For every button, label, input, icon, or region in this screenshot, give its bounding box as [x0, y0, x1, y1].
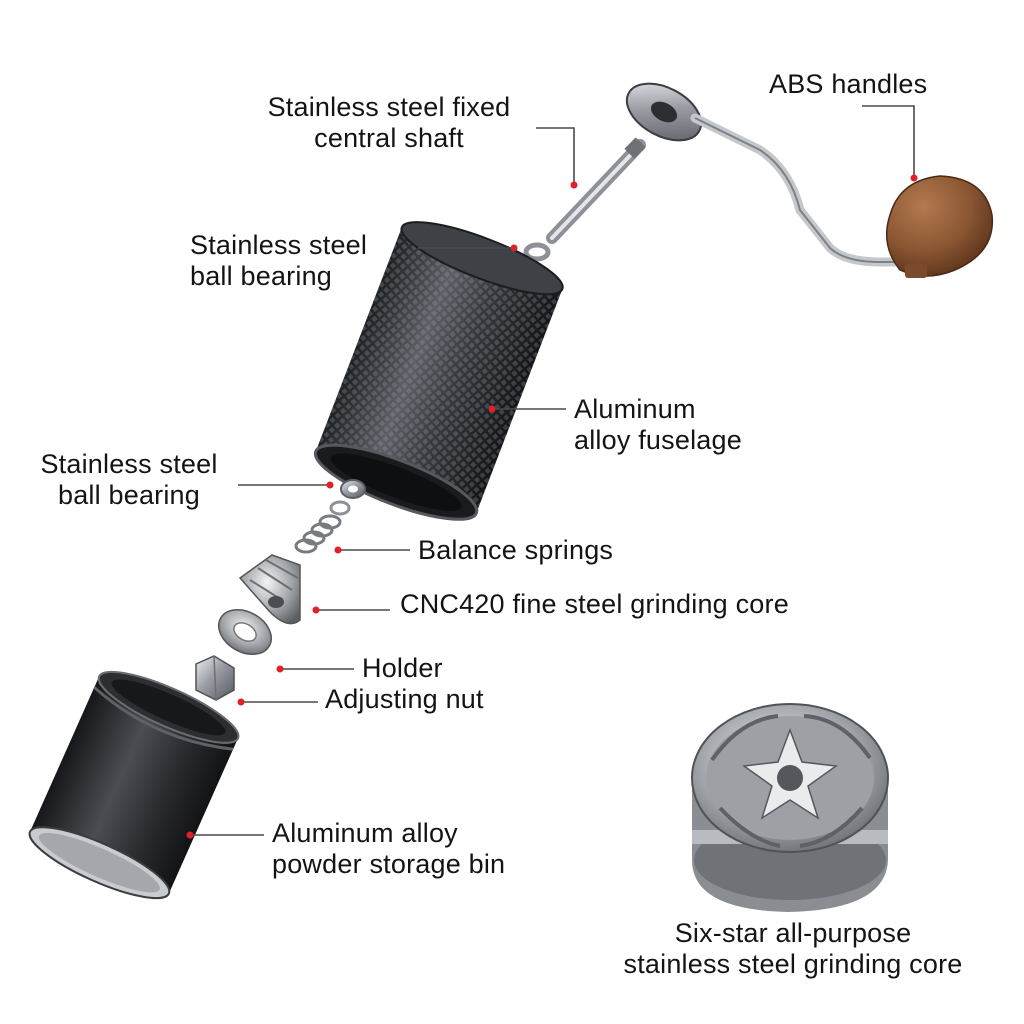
- label-central-shaft-line1: Stainless steel fixed: [267, 92, 511, 122]
- label-balance-springs: Balance springs: [418, 535, 614, 565]
- label-six-star-core-line2: stainless steel grinding core: [623, 949, 963, 979]
- outer-burr: [218, 608, 272, 656]
- label-holder: Holder: [362, 653, 443, 683]
- six-star-core: [691, 703, 889, 912]
- bottom-bearing: [329, 479, 366, 516]
- label-grinding-core: CNC420 fine steel grinding core: [400, 589, 789, 619]
- label-abs-handles: ABS handles: [769, 69, 928, 99]
- label-fuselage-line2: alloy fuselage: [574, 425, 742, 455]
- label-fuselage: Aluminum alloy fuselage: [574, 394, 742, 456]
- label-central-shaft: Stainless steel fixed central shaft: [246, 92, 532, 154]
- label-central-shaft-line2: central shaft: [314, 123, 464, 153]
- balance-springs: [294, 514, 342, 554]
- crank-handle: [625, 82, 917, 267]
- label-top-bearing-line1: Stainless steel: [190, 230, 368, 260]
- leader-lines: [186, 105, 918, 839]
- label-six-star-core-line1: Six-star all-purpose: [674, 918, 912, 948]
- adjusting-nut: [195, 655, 235, 701]
- label-storage-bin-line2: powder storage bin: [272, 849, 506, 879]
- label-bottom-bearing-line1: Stainless steel: [40, 449, 218, 479]
- label-adjusting-nut: Adjusting nut: [325, 684, 484, 714]
- fuselage: [313, 221, 564, 521]
- label-bottom-bearing-line2: ball bearing: [57, 480, 200, 510]
- wooden-knob: [885, 175, 994, 278]
- label-six-star-core: Six-star all-purpose stainless steel gri…: [596, 918, 990, 980]
- label-bottom-bearing: Stainless steel ball bearing: [24, 449, 234, 511]
- powder-bin: [28, 670, 240, 900]
- label-storage-bin-line1: Aluminum alloy: [272, 818, 458, 848]
- conical-burr: [238, 554, 301, 625]
- central-shaft: [546, 137, 646, 244]
- label-fuselage-line1: Aluminum: [574, 394, 696, 424]
- label-top-bearing-line2: ball bearing: [190, 261, 333, 291]
- label-storage-bin: Aluminum alloy powder storage bin: [272, 818, 505, 880]
- label-top-bearing: Stainless steel ball bearing: [190, 230, 367, 292]
